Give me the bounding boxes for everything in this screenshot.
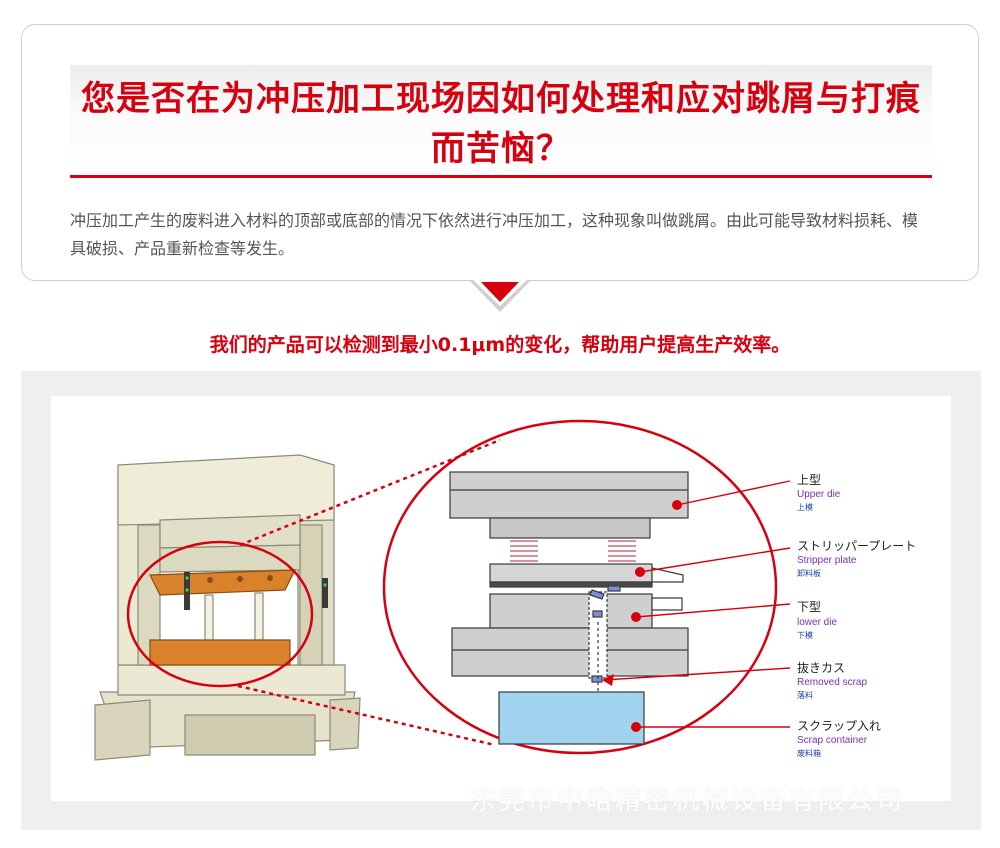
lower-die-label-cn: 下模 [797,630,813,640]
stripper-plate-label-cn: 卸料板 [797,568,821,578]
product-subheading: 我们的产品可以检测到最小0.1μm的变化，帮助用户提高生产效率。 [209,334,791,356]
stripper-plate-label-en: Stripper plate [797,555,857,566]
scrap-container-label-jp: スクラップ入れ [797,719,881,733]
stripper-plate-label-jp: ストリッパープレート [797,539,916,553]
die-cross-section [449,471,689,745]
part-labels: 上型 Upper die 上模 ストリッパープレート Stripper plat… [797,473,916,758]
upper-die-label-cn: 上模 [797,502,813,512]
scrap-container-label-en: Scrap container [797,735,868,746]
zoom-source-ellipse [126,540,314,688]
upper-die-label-jp: 上型 [797,473,821,487]
intro-description: 冲压加工产生的废料进入材料的顶部或底部的情况下依然进行冲压加工，这种现象叫做跳屑… [70,211,919,258]
lower-die-label-jp: 下型 [797,600,821,614]
title-underline [70,175,932,178]
removed-scrap-label-jp: 抜きカス [797,661,845,675]
removed-scrap-label-cn: 落料 [797,690,813,700]
zoom-detail-ellipse [382,419,778,755]
removed-scrap-label-en: Removed scrap [797,677,867,688]
company-watermark: 东莞市中晧精密机械设备有限公司 [470,786,906,816]
title-band [70,65,932,175]
lower-die-label-en: lower die [797,617,837,628]
scrap-container-label-cn: 废料箱 [797,748,821,758]
label-leaders [602,480,791,732]
down-pointer-icon [469,280,531,312]
press-machine [94,454,361,761]
page-title: 您是否在为冲压加工现场因如何处理和应对跳屑与打痕而苦恼？ [81,79,921,169]
upper-die-label-en: Upper die [797,489,841,500]
